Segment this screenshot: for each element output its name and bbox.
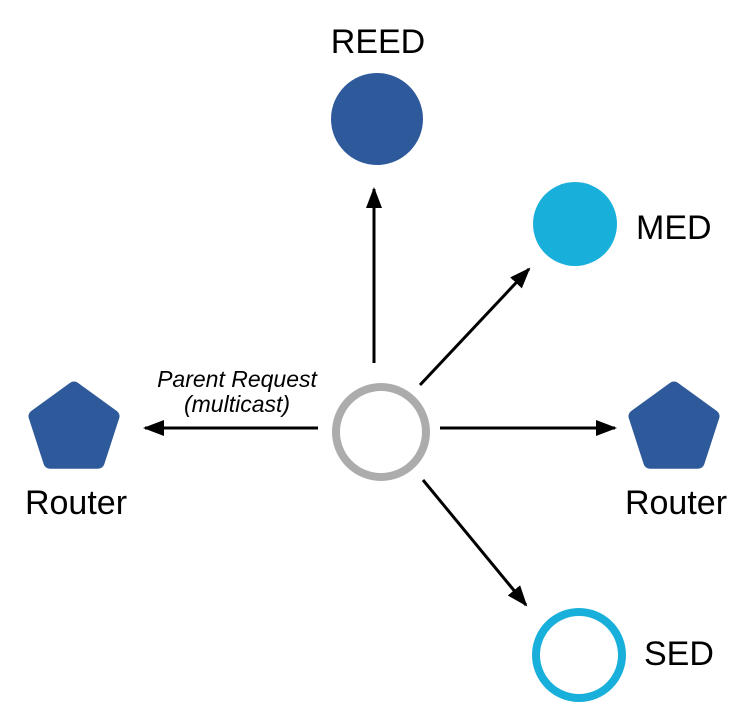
router-left-pentagon: [28, 381, 120, 469]
annotation-line2: (multicast): [184, 391, 290, 417]
arrow-to-sed: [421, 479, 528, 607]
reed-node-circle: [331, 73, 423, 165]
router-left-label: Router: [25, 484, 127, 522]
router-right-pentagon: [628, 381, 720, 469]
router-right-label: Router: [625, 484, 727, 522]
center-node-circle: [332, 383, 430, 481]
parent-request-annotation: Parent Request (multicast): [157, 366, 318, 417]
arrow-to-med: [418, 267, 531, 387]
sed-label: SED: [644, 635, 714, 673]
arrows-group: [143, 187, 617, 607]
reed-label: REED: [331, 23, 425, 61]
annotation-line1: Parent Request: [157, 366, 318, 392]
med-node-circle: [533, 182, 617, 266]
sed-node-circle: [532, 608, 626, 702]
med-label: MED: [636, 209, 712, 247]
